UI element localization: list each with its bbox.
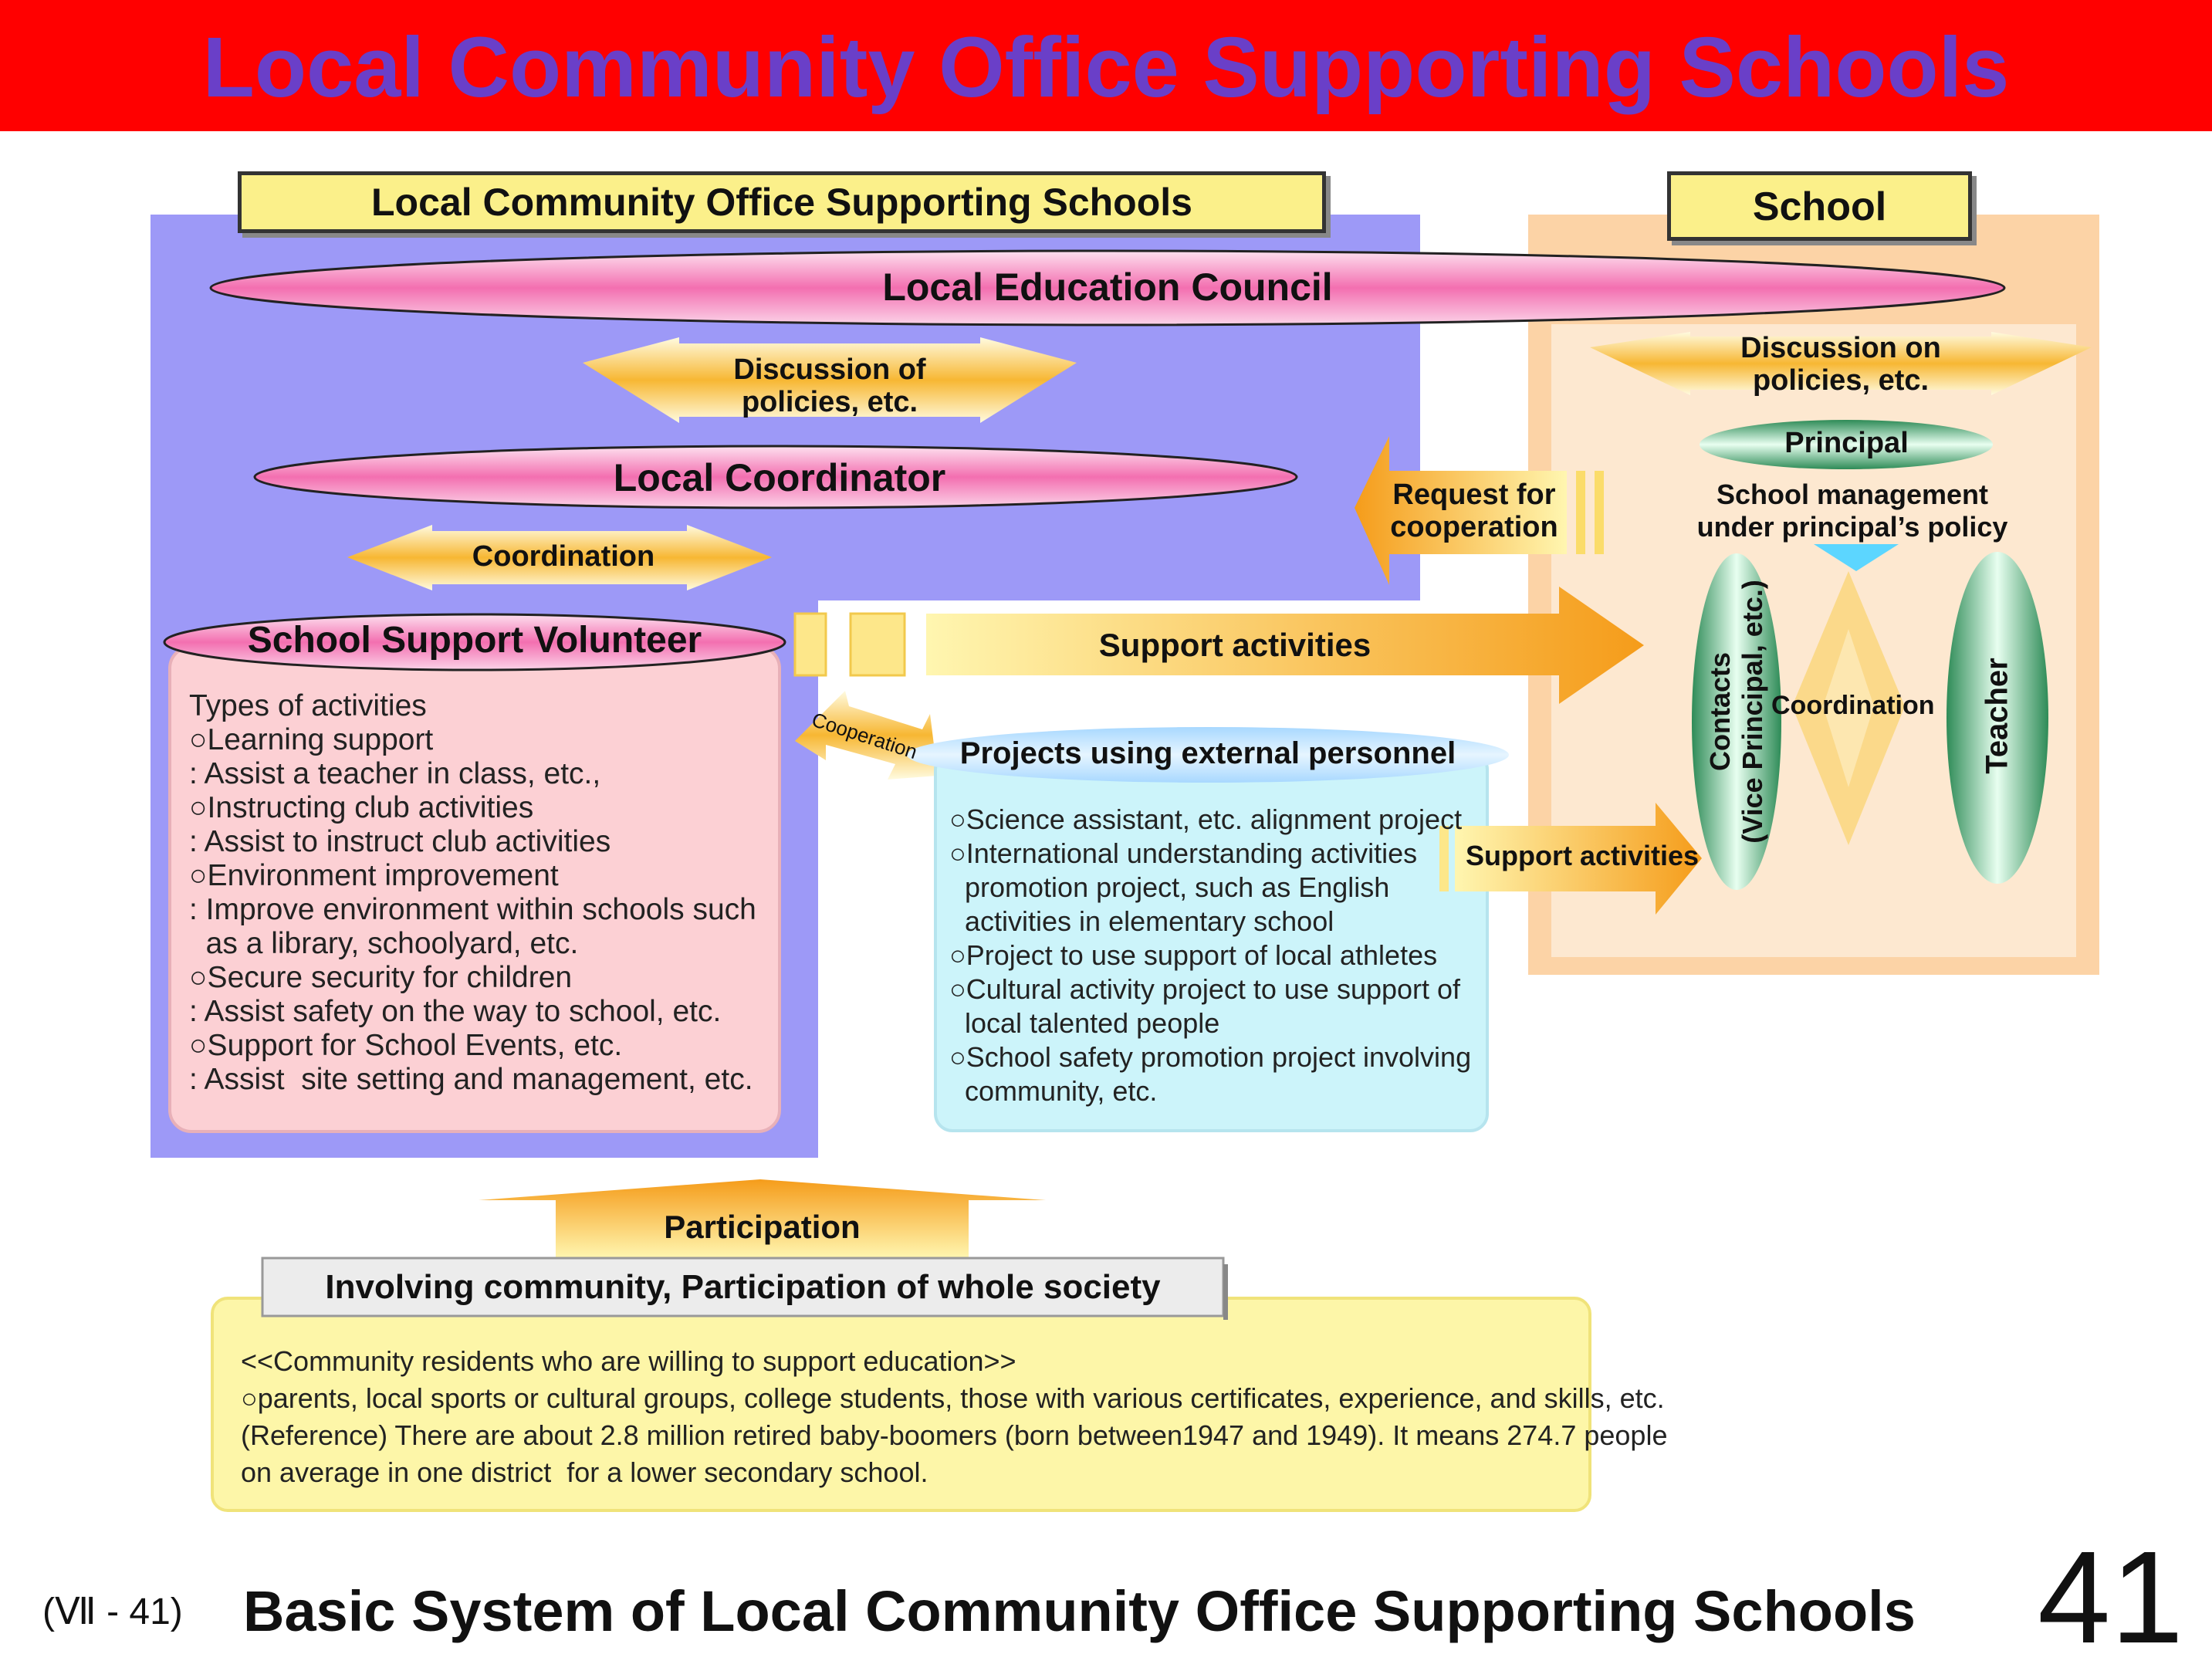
- school-panel-label: School: [1667, 171, 1972, 241]
- volunteer-label: School Support Volunteer: [247, 620, 702, 661]
- teacher-label: Teacher: [1980, 658, 2014, 774]
- support-arrow-stub-2: [849, 612, 906, 677]
- participation-arrow: [479, 1179, 1046, 1258]
- discussion-arrow-school: [1590, 332, 2092, 395]
- footer-title: Basic System of Local Community Office S…: [243, 1579, 1916, 1643]
- support-small-arrow: [1455, 803, 1702, 915]
- coordination-arrow-left: [347, 525, 772, 590]
- management-down-arrow: [1814, 544, 1899, 571]
- header-bar: [0, 0, 2212, 131]
- discussion-label-left: Discussion of policies, etc.: [733, 353, 926, 418]
- request-label: Request for cooperation: [1390, 479, 1558, 543]
- contacts-label: Contacts (Vice Principal, etc.): [1704, 580, 1768, 844]
- school-coordination-label: Coordination: [1771, 691, 1935, 720]
- discussion-arrow-left: [583, 337, 1077, 423]
- coordinator-ellipse: [253, 445, 1298, 509]
- council-ellipse: [209, 249, 2006, 326]
- support-arrow-stub-1: [793, 612, 827, 677]
- community-text: <<Community residents who are willing to…: [241, 1345, 1668, 1488]
- projects-title: Projects using external personnel: [959, 736, 1456, 770]
- council-label: Local Education Council: [882, 266, 1333, 309]
- teacher-ellipse: [1946, 552, 2048, 884]
- support-label-main: Support activities: [1098, 627, 1372, 663]
- request-arrow: [1355, 436, 1567, 585]
- volunteer-ellipse: [163, 613, 786, 671]
- cooperation-arrow: [795, 691, 938, 780]
- principal-ellipse: [1700, 420, 1993, 469]
- management-label: School management under principal’s poli…: [1696, 479, 2008, 543]
- community-title: Involving community, Participation of wh…: [325, 1268, 1161, 1306]
- coordinator-label: Local Coordinator: [613, 456, 946, 499]
- community-title-bg: [261, 1257, 1225, 1318]
- projects-items: ○Science assistant, etc. alignment proje…: [949, 803, 1472, 1107]
- projects-ellipse: [907, 727, 1509, 783]
- left-panel-label: Local Community Office Supporting School…: [238, 171, 1326, 233]
- management-bg: [1683, 471, 2014, 556]
- page-number: 41: [2038, 1524, 2184, 1671]
- participation-label: Participation: [664, 1209, 861, 1245]
- slide-reference: (Ⅶ - 41): [42, 1592, 183, 1632]
- discussion-label-school: Discussion on policies, etc.: [1740, 332, 1941, 397]
- principal-label: Principal: [1784, 427, 1909, 459]
- page-title: Local Community Office Supporting School…: [202, 20, 2010, 115]
- coordination-label-left: Coordination: [472, 540, 655, 573]
- support-arrow-main: [926, 587, 1644, 704]
- contacts-ellipse: [1692, 553, 1781, 890]
- support-small-stub: [1439, 826, 1449, 891]
- support-label-projects: Support activities: [1465, 840, 1700, 871]
- volunteer-activities: Types of activities ○Learning support : …: [189, 689, 756, 1096]
